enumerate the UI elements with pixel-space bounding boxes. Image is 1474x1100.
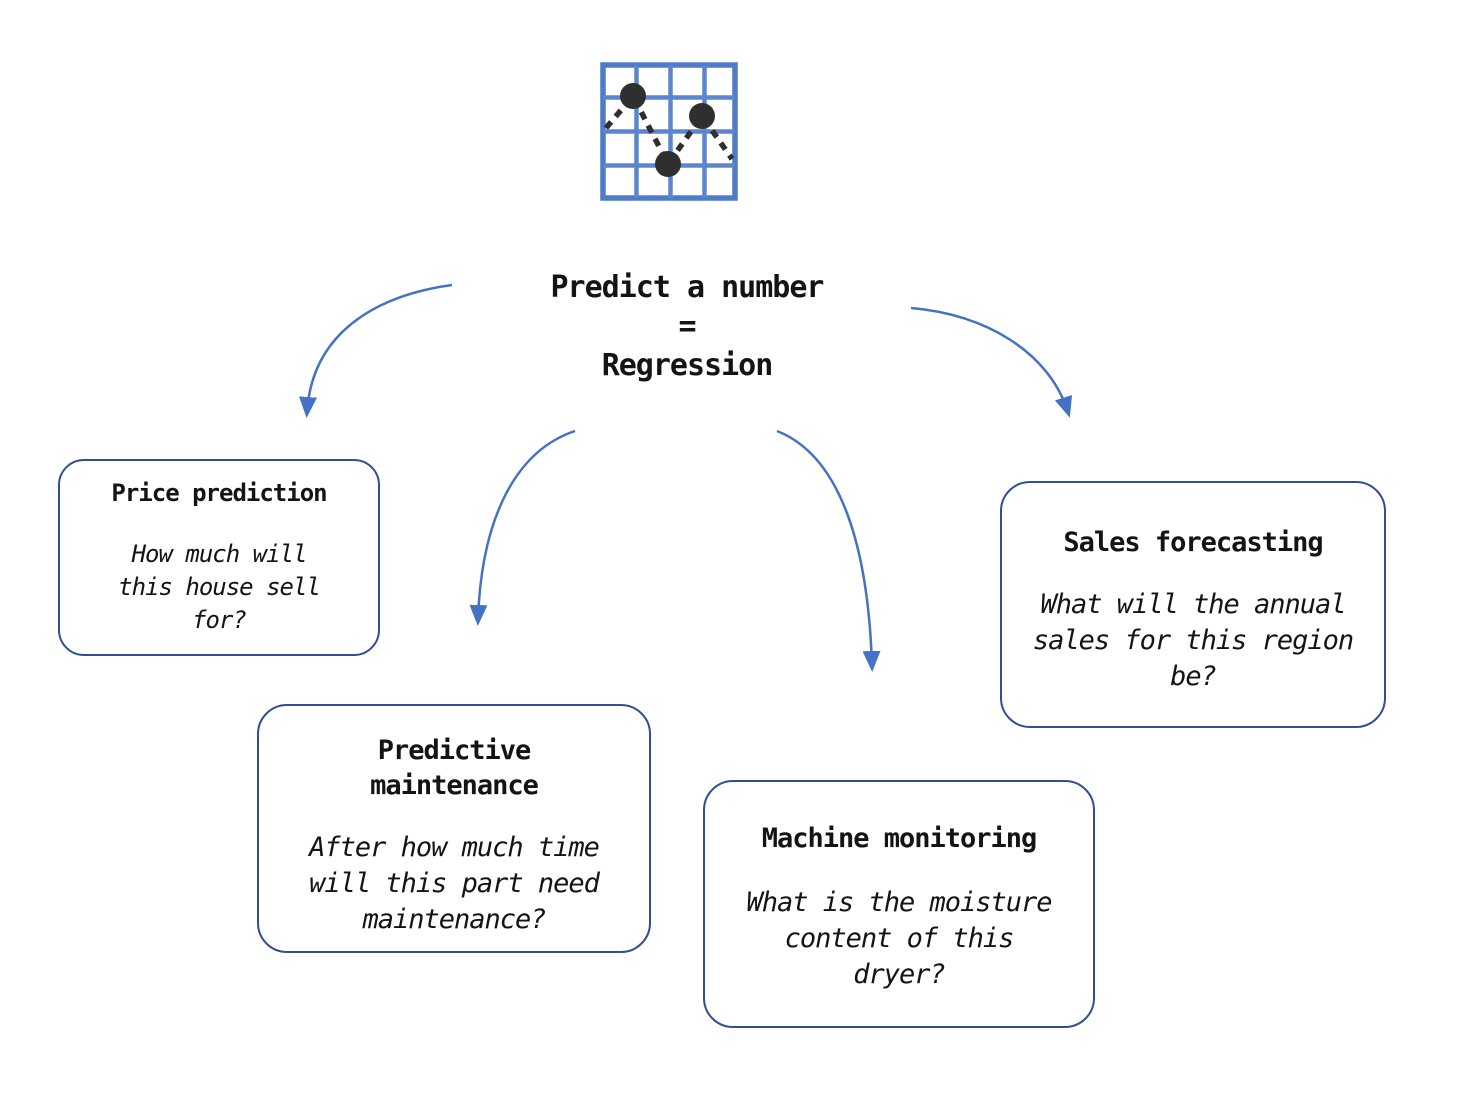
box-sales-forecasting-title: Sales forecasting (1063, 527, 1323, 558)
box-machine-monitoring: Machine monitoring What is the moisture … (703, 780, 1095, 1028)
box-predictive-maintenance: Predictive maintenance After how much ti… (257, 704, 651, 953)
arrow-to-predictive-maintenance (469, 429, 576, 626)
arrow-to-machine-monitoring (776, 429, 881, 672)
line-chart-grid-icon (600, 62, 738, 201)
box-sales-forecasting: Sales forecasting What will the annual s… (1000, 481, 1386, 728)
arrow-to-sales-forecasting (910, 306, 1073, 418)
box-predictive-maintenance-question: After how much time will this part need … (309, 832, 600, 935)
diagram-title: Predict a number = Regression (550, 270, 825, 383)
box-price-prediction: Price prediction How much will this hous… (58, 459, 380, 656)
arrow-to-price-prediction (299, 283, 453, 418)
box-machine-monitoring-question: What is the moisture content of this dry… (746, 887, 1052, 990)
box-price-prediction-question: How much will this house sell for? (118, 540, 321, 634)
box-machine-monitoring-title: Machine monitoring (761, 823, 1038, 854)
box-price-prediction-title: Price prediction (111, 479, 327, 507)
box-sales-forecasting-question: What will the annual sales for this regi… (1032, 589, 1354, 692)
box-predictive-maintenance-title: Predictive maintenance (370, 735, 539, 801)
